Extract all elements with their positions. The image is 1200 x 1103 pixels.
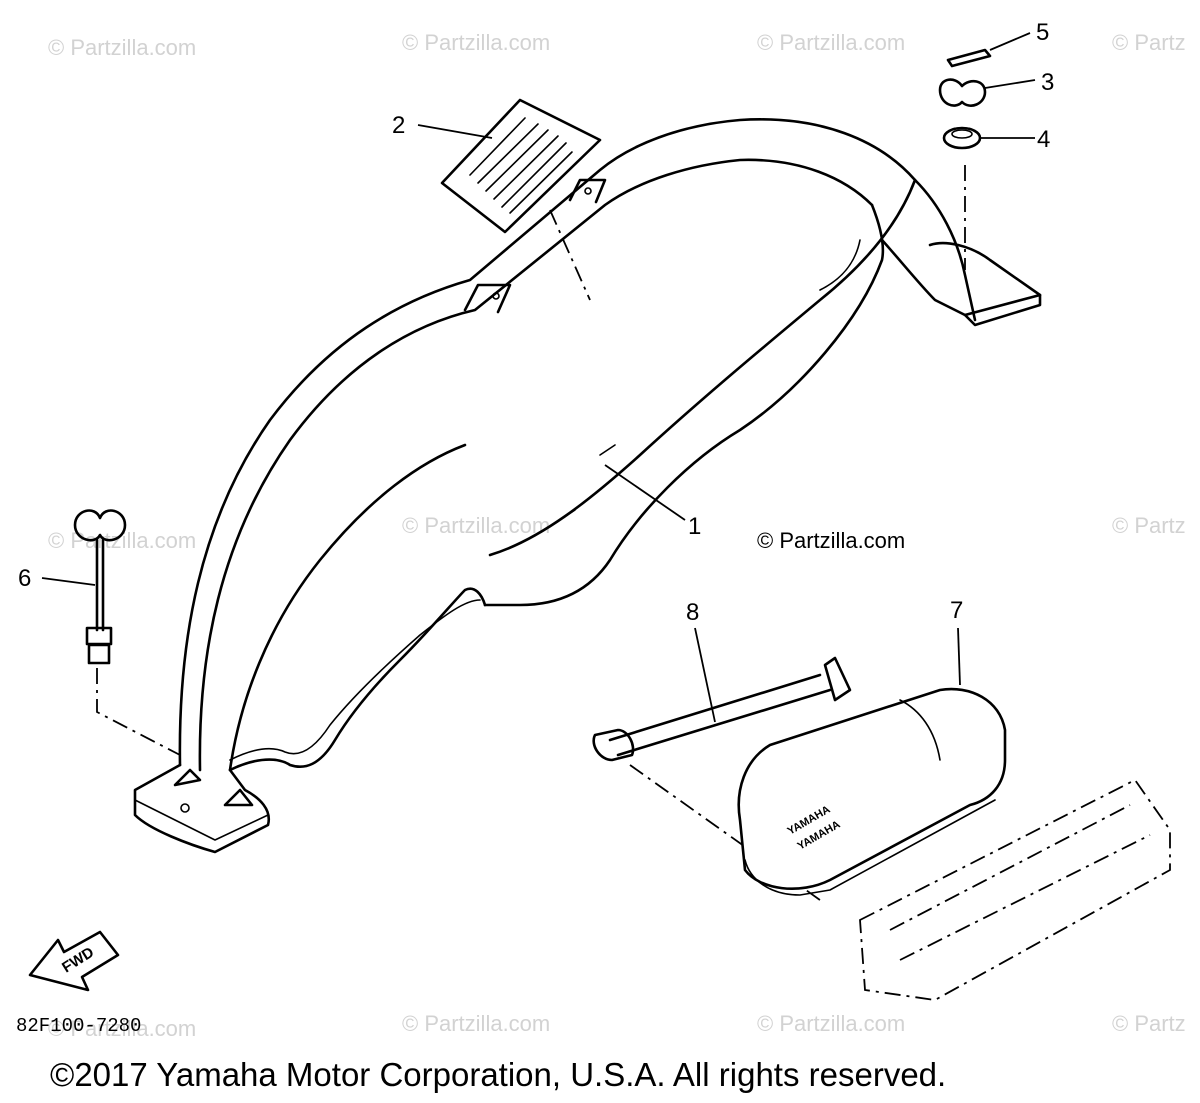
watermark: © Partzilla.com [48,35,196,60]
part-bolt [73,509,181,756]
callout-1: 1 [688,513,701,540]
partzilla-mark: © Partzilla.com [757,528,905,553]
fwd-arrow-icon: FWD [28,930,120,992]
part-decal [440,98,602,301]
callouts: 1 2 3 4 5 6 7 8 [18,19,1054,626]
callout-6: 6 [18,565,31,592]
part-fender [133,118,1042,854]
watermark: © Partzilla.com [402,1011,550,1036]
part-hardware-top [938,48,992,270]
watermark: © Partzilla.com [402,513,550,538]
leader-lines [41,32,1036,723]
watermark: © Partzilla.com [402,30,550,55]
callout-2: 2 [392,112,405,139]
watermark: © Partz [1112,30,1186,55]
copyright-notice: ©2017 Yamaha Motor Corporation, U.S.A. A… [50,1056,946,1093]
callout-4: 4 [1037,126,1050,153]
watermark: © Partzilla.com [48,1016,196,1041]
diagram-code: 82F100-7280 [16,1015,141,1037]
watermark: © Partzilla.com [757,1011,905,1036]
watermark-layer: © Partzilla.com © Partzilla.com © Partzi… [48,30,1186,1041]
callout-8: 8 [686,599,699,626]
watermark: © Partzilla.com [48,528,196,553]
watermark: © Partzilla.com [757,30,905,55]
callout-5: 5 [1036,19,1049,46]
callout-3: 3 [1041,69,1054,96]
callout-7: 7 [950,597,963,624]
watermark: © Partz [1112,1011,1186,1036]
watermark: © Partz [1112,513,1186,538]
part-toolbox: YAMAHA YAMAHA [737,687,1171,1001]
